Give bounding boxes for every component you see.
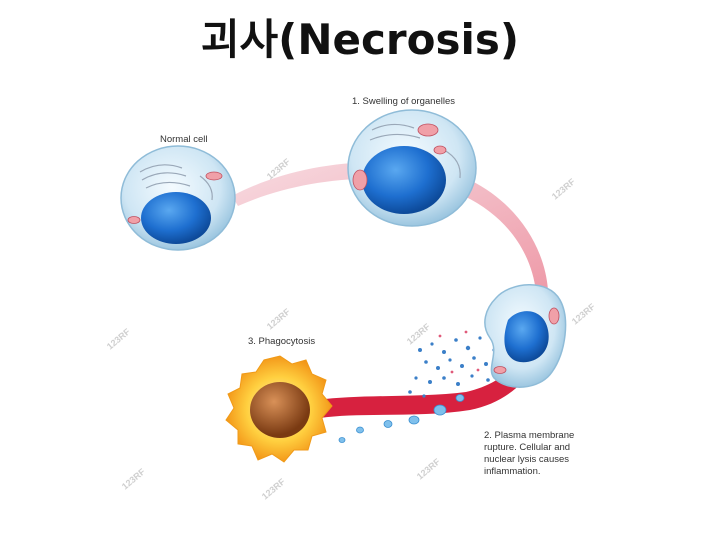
label-normal-cell: Normal cell <box>160 134 208 145</box>
page-title: 괴사(Necrosis) <box>200 15 520 64</box>
mitochondrion <box>493 366 507 374</box>
mitochondrion <box>433 145 447 155</box>
watermark-text: 123RF <box>260 476 288 501</box>
nucleus <box>141 192 211 244</box>
mitochondrion <box>417 123 439 137</box>
mitochondrion <box>548 307 560 325</box>
watermark-text: 123RF <box>265 306 293 331</box>
nucleus <box>362 146 446 214</box>
mitochondrion <box>205 171 223 181</box>
label-rupture-line: inflammation. <box>484 466 541 477</box>
label-swelling: 1. Swelling of organelles <box>352 96 455 107</box>
label-rupture-line: nuclear lysis causes <box>484 454 569 465</box>
nucleus <box>504 311 549 363</box>
ruptured-cell <box>484 284 567 388</box>
cell-debris <box>408 330 496 398</box>
label-rupture-line: 2. Plasma membrane <box>484 430 574 441</box>
pathway-arrow-lower <box>318 318 548 418</box>
phagocyte <box>225 355 333 463</box>
swollen-cell <box>347 109 477 227</box>
watermark-text: 123RF <box>570 301 598 326</box>
mitochondrion <box>352 169 368 191</box>
phagocyte-nucleus <box>250 382 310 438</box>
normal-cell <box>120 145 236 251</box>
label-rupture-line: rupture. Cellular and <box>484 442 570 453</box>
mitochondrion <box>127 216 141 224</box>
watermark-text: 123RF <box>105 326 133 351</box>
watermark-text: 123RF <box>405 321 433 346</box>
watermark-text: 123RF <box>550 176 578 201</box>
label-phagocytosis: 3. Phagocytosis <box>248 336 315 347</box>
label-rupture: 2. Plasma membrane rupture. Cellular and… <box>484 430 574 477</box>
watermark-text: 123RF <box>120 466 148 491</box>
debris-droplets <box>338 394 465 443</box>
watermark-text: 123RF <box>415 456 443 481</box>
